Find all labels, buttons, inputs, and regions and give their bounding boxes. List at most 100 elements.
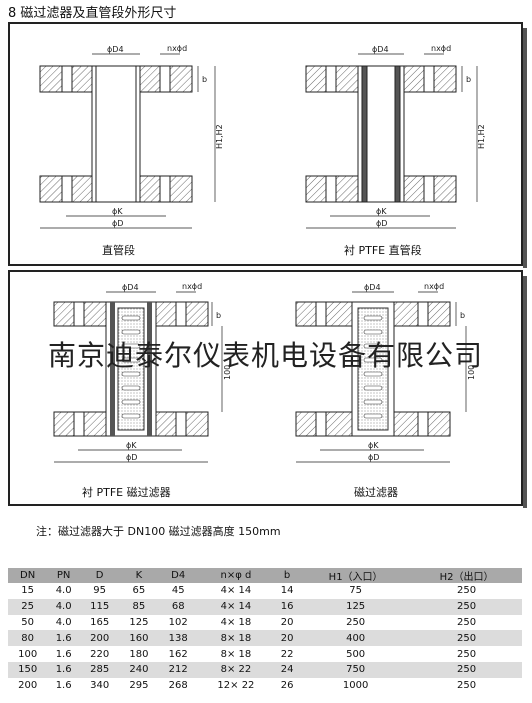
dimension-label: ϕD [126, 453, 137, 462]
dimension-label: ϕD4 [364, 283, 381, 292]
table-cell: 500 [346, 648, 366, 660]
table-cell: 125 [300, 598, 412, 615]
table-cell: 250 [456, 680, 477, 692]
dimension-table: DN PN D K D4 n×φ d b H1（入口） H2（出口） 15 4.0… [8, 568, 522, 694]
table-cell: 25 [8, 598, 48, 615]
col-header: K [119, 568, 159, 583]
dimension-label: 100 [467, 365, 476, 380]
filter-drawings-panel: ϕD4 nxϕd b 100 ϕK ϕD [8, 270, 527, 508]
table-cell: 26 [280, 680, 294, 692]
table-cell: 68 [158, 598, 198, 615]
dimension-label: nxϕd [182, 282, 202, 291]
ptfe-straight-pipe-drawing [305, 65, 457, 203]
table-cell: 162 [168, 648, 188, 660]
table-cell: 268 [168, 680, 188, 692]
dim-b: b [202, 75, 207, 84]
caption-ptfe-magnetic-filter: 衬 PTFE 磁过滤器 [82, 486, 171, 499]
table-cell: 340 [90, 680, 110, 692]
section-title: 8 磁过滤器及直管段外形尺寸 [8, 6, 177, 21]
table-cell: 24 [274, 661, 301, 678]
col-header: DN [8, 568, 48, 583]
dimension-label: ϕK [368, 441, 379, 450]
col-header: H2（出口） [411, 568, 522, 583]
table-cell: 220 [90, 648, 110, 660]
magnetic-filter-dimensions: ϕD4 nxϕd b 100 ϕK ϕD [296, 282, 476, 463]
filter-height-note: 注：磁过滤器大于 DN100 磁过滤器高度 150mm [36, 525, 281, 538]
table-cell: 65 [132, 585, 146, 597]
ptfe-straight-pipe-dimensions: ϕD4 nxϕd b H1,H2 ϕK ϕD [306, 44, 486, 229]
table-cell: 250 [411, 661, 522, 678]
table-cell: 4× 14 [197, 598, 274, 615]
table-cell: 285 [80, 661, 120, 678]
dimension-label: ϕD4 [122, 283, 139, 292]
dim-k: ϕK [112, 207, 123, 216]
dimension-label: nxϕd [431, 44, 451, 53]
straight-pipe-dimensions: ϕD4 nxϕd b H1,H2 ϕK ϕD [40, 44, 224, 229]
table-cell: 250 [411, 598, 522, 615]
table-cell: 200 [80, 630, 120, 647]
pipe-drawings-panel: ϕD4 nxϕd b H1,H2 ϕK ϕD [8, 22, 527, 268]
table-cell: 115 [80, 598, 120, 615]
table-cell: 4.0 [55, 585, 72, 597]
dim-d4: ϕD4 [107, 45, 124, 54]
table-cell: 4.0 [55, 616, 72, 628]
dimension-label: ϕD4 [372, 45, 389, 54]
table-cell: 240 [119, 661, 159, 678]
table-cell: 1.6 [47, 661, 80, 678]
table-cell: 200 [18, 680, 38, 692]
dim-nxd: nxϕd [167, 44, 187, 53]
table-cell: 250 [456, 585, 477, 597]
table-cell: 150 [8, 661, 48, 678]
dimension-label: ϕK [126, 441, 137, 450]
dimension-label: nxϕd [424, 282, 444, 291]
table-cell: 8× 22 [197, 661, 274, 678]
col-header: H1（入口） [300, 568, 412, 583]
table-cell: 212 [158, 661, 198, 678]
col-header: D4 [158, 568, 198, 583]
dimension-label: ϕK [376, 207, 387, 216]
dimension-label: b [466, 75, 471, 84]
table-cell: 1.6 [55, 680, 72, 692]
table-cell: 15 [21, 585, 34, 597]
table-cell: 4.0 [47, 598, 80, 615]
col-header: PN [47, 568, 80, 583]
ptfe-magnetic-filter-dimensions: ϕD4 nxϕd b 100 ϕK ϕD [54, 282, 232, 463]
table-cell: 95 [93, 585, 106, 597]
caption-ptfe-straight-pipe: 衬 PTFE 直管段 [344, 244, 422, 257]
col-header: b [274, 568, 301, 583]
dim-h: H1,H2 [215, 124, 224, 149]
table-cell: 250 [456, 648, 477, 660]
table-cell: 750 [300, 661, 412, 678]
table-cell: 400 [300, 630, 412, 647]
table-cell: 85 [119, 598, 159, 615]
dimension-label: ϕD [368, 453, 379, 462]
dimension-label: 100 [223, 365, 232, 380]
col-header: D [80, 568, 120, 583]
table-cell: 16 [274, 598, 301, 615]
table-cell: 80 [8, 630, 48, 647]
dimension-label: ϕD [376, 219, 387, 228]
table-header-row: DN PN D K D4 n×φ d b H1（入口） H2（出口） [8, 568, 522, 583]
pipe-drawings: ϕD4 nxϕd b H1,H2 ϕK ϕD [39, 44, 486, 229]
watermark-company-name: 南京迪泰尔仪表机电设备有限公司 [48, 339, 484, 372]
table-cell: 22 [280, 648, 294, 660]
table-cell: 250 [346, 616, 366, 628]
table-cell: 1000 [342, 680, 369, 692]
table-cell: 50 [21, 616, 34, 628]
table-cell: 20 [280, 616, 294, 628]
table-cell: 1.6 [55, 648, 72, 660]
ptfe-magnetic-filter-drawing [53, 301, 209, 437]
table-cell: 165 [90, 616, 110, 628]
table-cell: 75 [349, 585, 362, 597]
table-cell: 125 [129, 616, 149, 628]
col-header: n×φ d [197, 568, 274, 583]
table-cell: 8× 18 [197, 630, 274, 647]
table-cell: 250 [456, 616, 477, 628]
table-cell: 4× 18 [220, 616, 252, 628]
